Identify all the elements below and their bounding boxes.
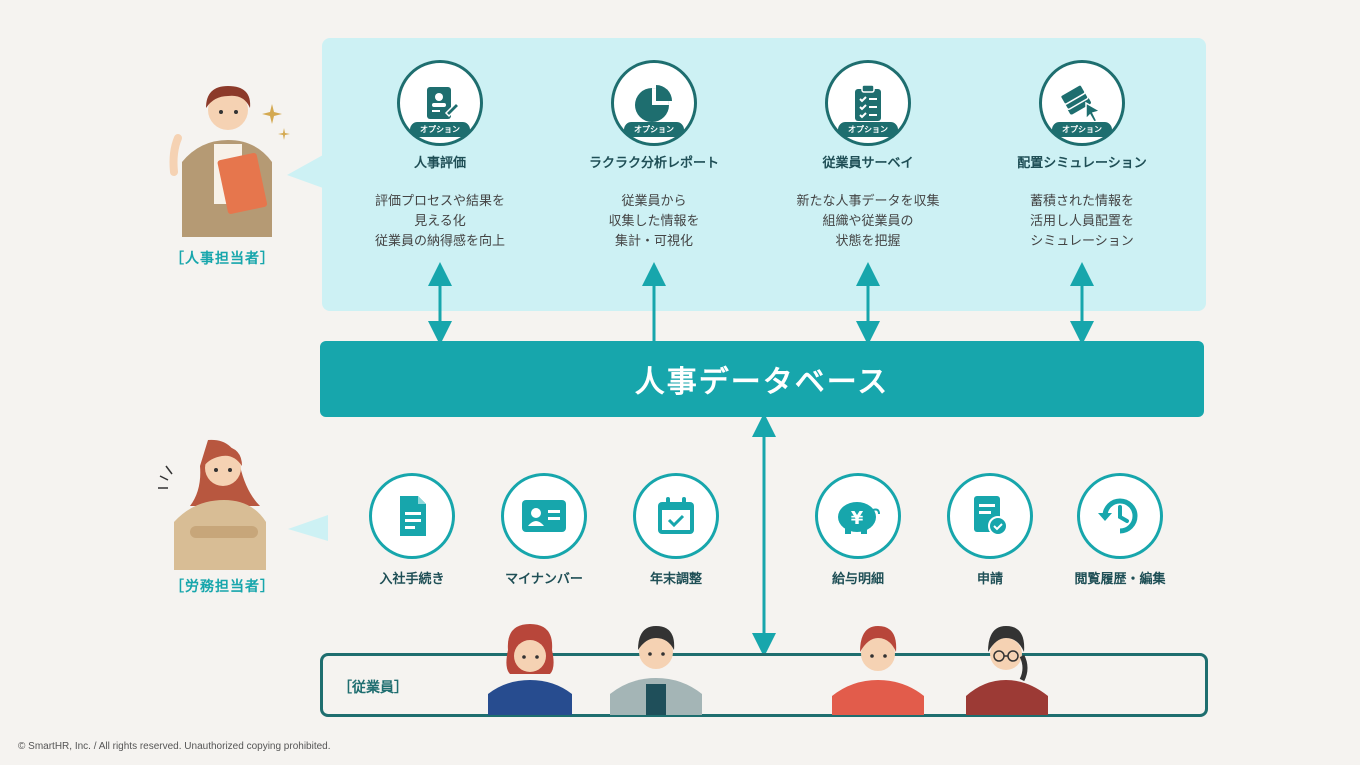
employees-box	[320, 653, 1208, 717]
desc-line: 蓄積された情報を	[1029, 194, 1134, 209]
option-title: 従業員サーベイ	[822, 156, 914, 171]
hr-staff-label: ［人事担当者］	[170, 251, 275, 267]
option-badge: オプション	[838, 122, 898, 137]
desc-line: 見える化	[414, 214, 466, 229]
option-description: 評価プロセスや結果を 見える化 従業員の納得感を向上	[320, 192, 560, 252]
feature-label: 閲覧履歴・編集	[1074, 572, 1166, 587]
option-description: 従業員から 収集した情報を 集計・可視化	[534, 192, 774, 252]
desc-line: 評価プロセスや結果を	[374, 194, 505, 209]
option-title: 配置シミュレーション	[1017, 156, 1147, 171]
desc-line: 収集した情報を	[608, 214, 700, 229]
desc-line: 組織や従業員の	[822, 214, 914, 229]
feature-label: 給与明細	[831, 572, 884, 587]
employee-illustration-2	[610, 626, 702, 715]
hr-speech-pointer	[287, 155, 323, 188]
id-card-icon	[501, 473, 587, 559]
feature-label: 年末調整	[649, 572, 702, 587]
feature-label: マイナンバー	[505, 572, 583, 587]
option-badge: オプション	[1052, 122, 1112, 137]
labor-staff-illustration	[158, 439, 266, 570]
employee-illustration-4	[966, 626, 1048, 715]
employee-illustration-1	[488, 624, 572, 715]
desc-line: 従業員の納得感を向上	[374, 234, 505, 249]
option-badge: オプション	[624, 122, 684, 137]
document-icon	[369, 473, 455, 559]
option-title: 人事評価	[413, 156, 466, 171]
labor-speech-pointer	[288, 515, 328, 541]
hr-database-bar: 人事データベース	[320, 341, 1204, 417]
desc-line: シミュレーション	[1030, 234, 1134, 249]
calendar-check-icon	[633, 473, 719, 559]
desc-line: 集計・可視化	[614, 234, 693, 249]
piggy-bank-yen-icon: ¥	[815, 473, 901, 559]
option-description: 蓄積された情報を 活用し人員配置を シミュレーション	[962, 192, 1202, 252]
desc-line: 活用し人員配置を	[1029, 214, 1134, 229]
option-badge: オプション	[410, 122, 470, 137]
desc-line: 状態を把握	[835, 234, 901, 249]
labor-staff-label: ［労務担当者］	[170, 579, 275, 595]
employee-illustration-3	[832, 626, 924, 715]
form-check-icon	[947, 473, 1033, 559]
svg-text:¥: ¥	[851, 508, 864, 529]
history-clock-icon	[1077, 473, 1163, 559]
feature-label: 申請	[976, 572, 1003, 587]
hr-staff-illustration	[169, 86, 290, 237]
desc-line: 従業員から	[621, 194, 687, 209]
copyright-notice: © SmartHR, Inc. / All rights reserved. U…	[18, 741, 331, 752]
employees-label: ［従業員］	[338, 680, 408, 696]
option-title: ラクラク分析レポート	[588, 156, 719, 171]
desc-line: 新たな人事データを収集	[796, 194, 940, 209]
feature-label: 入社手続き	[379, 572, 445, 587]
option-description: 新たな人事データを収集 組織や従業員の 状態を把握	[748, 192, 988, 252]
